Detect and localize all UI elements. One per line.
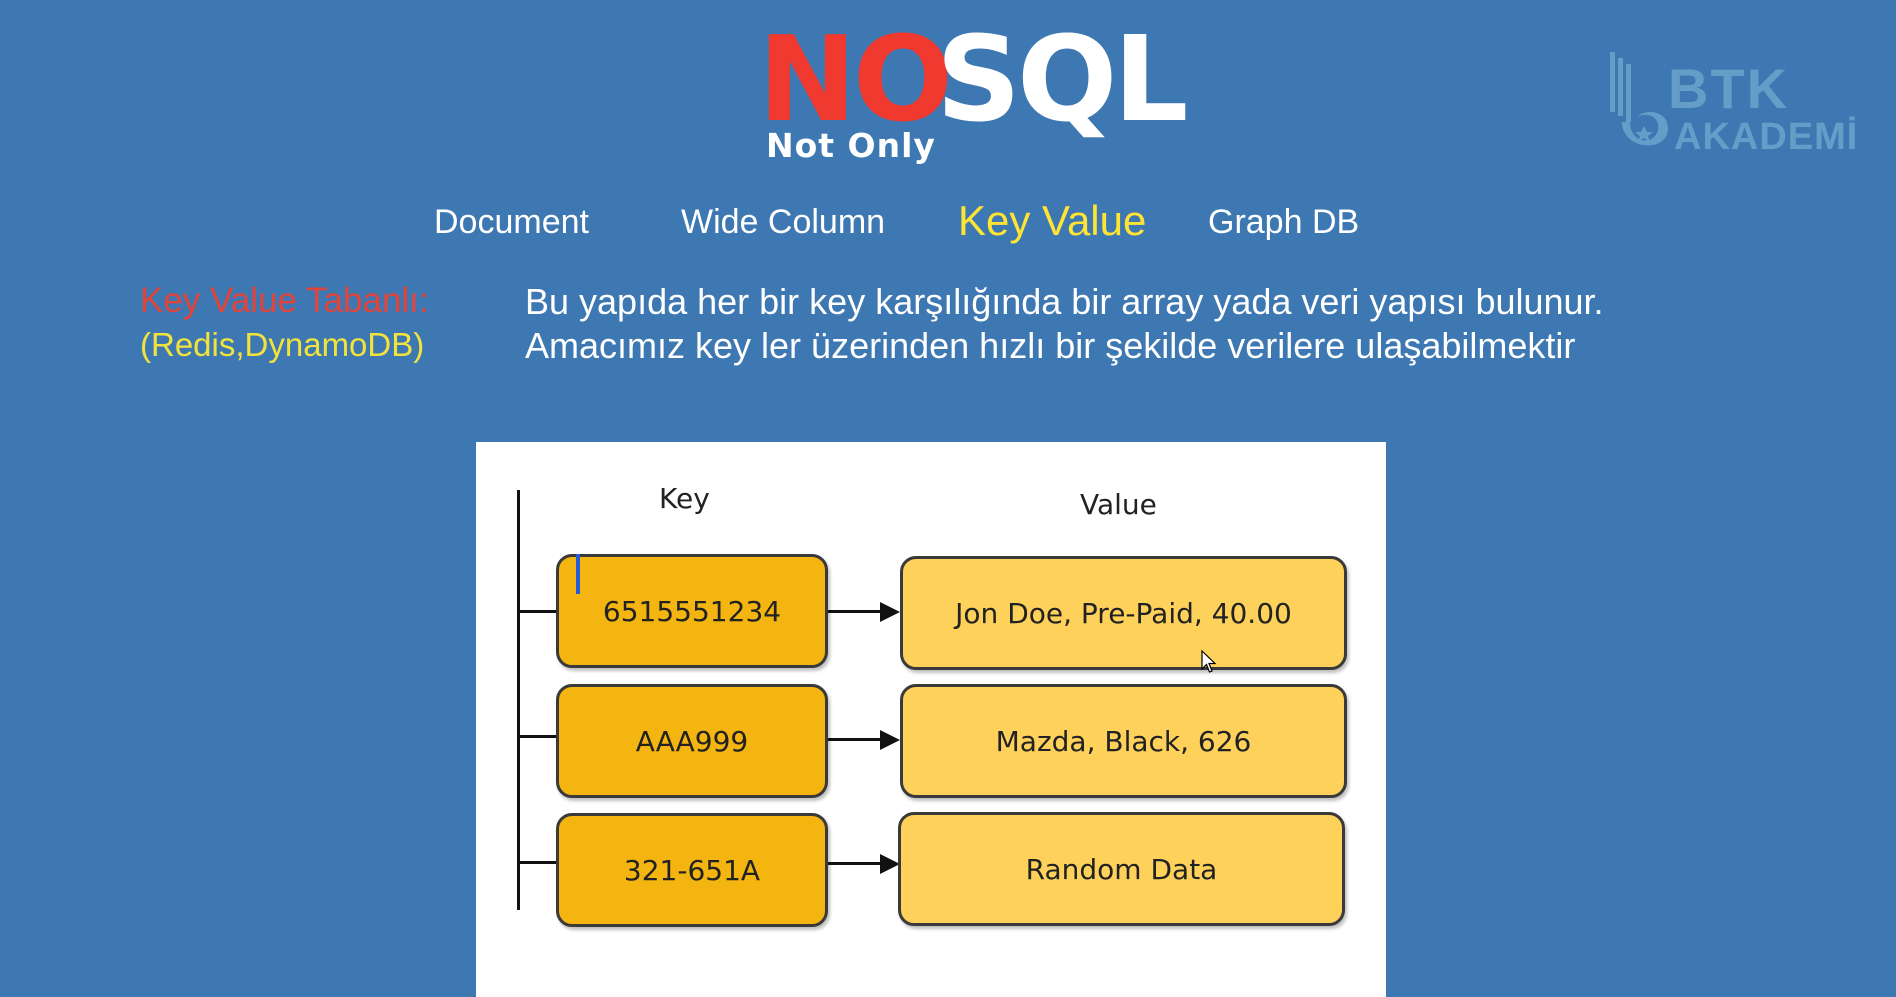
arrow-shaft: [828, 610, 882, 613]
type-wide-column: Wide Column: [681, 203, 886, 241]
row-connector: [517, 861, 557, 864]
arrow-shaft: [828, 738, 882, 741]
description-examples: (Redis,DynamoDB): [140, 326, 425, 363]
type-key-value: Key Value: [958, 197, 1147, 244]
title-no: NO: [758, 10, 953, 148]
title-subtitle: Not Only: [766, 126, 936, 165]
logo-emblem-icon: [1610, 52, 1668, 146]
value-box: Jon Doe, Pre-Paid, 40.00: [900, 556, 1347, 670]
description-label: Key Value Tabanlı:: [140, 281, 429, 320]
value-column-header: Value: [1080, 488, 1157, 521]
logo-text-line2: AKADEMİ: [1674, 116, 1859, 158]
value-box: Mazda, Black, 626: [900, 684, 1347, 798]
key-box: AAA999: [556, 684, 828, 798]
key-value-diagram: Key Value 6515551234 Jon Doe, Pre-Paid, …: [476, 442, 1386, 997]
text-caret: [576, 554, 580, 594]
description-line-2: Amacımız key ler üzerinden hızlı bir şek…: [525, 325, 1576, 366]
row-connector: [517, 610, 557, 613]
type-document: Document: [434, 203, 589, 241]
key-box: 6515551234: [556, 554, 828, 668]
description-line-1: Bu yapıda her bir key karşılığında bir a…: [525, 281, 1604, 322]
key-column-header: Key: [659, 482, 710, 515]
arrow-head-icon: [880, 730, 900, 750]
title-sql: SQL: [936, 10, 1188, 148]
arrow-head-icon: [880, 854, 900, 874]
type-graph-db: Graph DB: [1208, 203, 1360, 241]
value-box: Random Data: [898, 812, 1345, 926]
arrow-head-icon: [880, 602, 900, 622]
btk-akademi-logo: BTK AKADEMİ: [1608, 50, 1858, 160]
row-connector: [517, 735, 557, 738]
key-spine-line: [517, 490, 520, 910]
logo-text-line1: BTK: [1668, 57, 1790, 120]
key-box: 321-651A: [556, 813, 828, 927]
mouse-pointer-icon: [1201, 650, 1217, 673]
arrow-shaft: [828, 862, 882, 865]
nosql-title: NO SQL Not Only: [758, 10, 1188, 165]
